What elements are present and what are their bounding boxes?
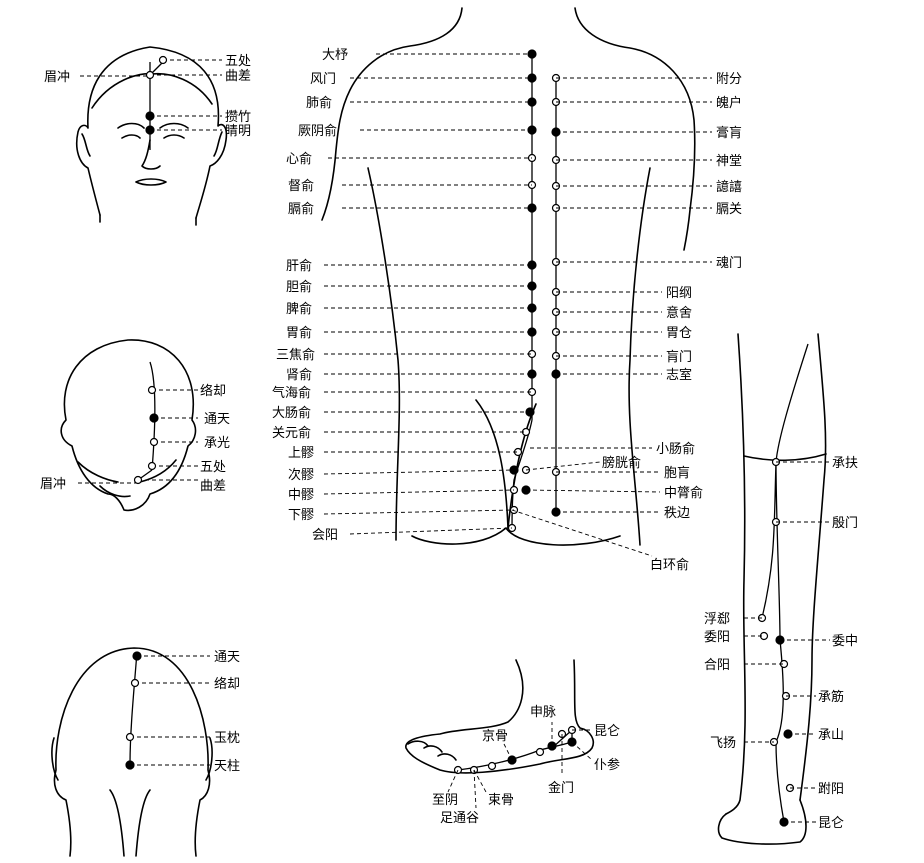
back-label-zhishi: 志室 — [666, 367, 692, 383]
back-label-shangliao: 上髎 — [288, 446, 314, 461]
foot-label-jinggu: 京骨 — [482, 729, 508, 744]
back-left-leaders — [323, 53, 532, 535]
back-right-leaders — [511, 77, 712, 557]
back-label-jueyinshu: 厥阴俞 — [298, 123, 337, 139]
foot-label-jinmen: 金门 — [548, 780, 574, 796]
leg-label-chengjin: 承筋 — [818, 689, 844, 705]
back-label-xiaochangshu: 小肠俞 — [656, 441, 695, 457]
foot-label-shugu: 束骨 — [488, 793, 514, 808]
back-label-zhonglushu: 中膂俞 — [664, 485, 703, 501]
face-label-wuchu: 五处 — [225, 54, 251, 69]
crown-label-tongtian: 通天 — [204, 412, 230, 427]
back-label-zhongliao: 中髎 — [288, 488, 314, 503]
back-label-hunmen: 魂门 — [716, 255, 742, 271]
back-label-huiyang: 会阳 — [312, 528, 338, 543]
crown-label-chengguang: 承光 — [204, 436, 230, 451]
leg-label-yinmen: 殷门 — [832, 516, 858, 531]
back-label-xialiao: 下髎 — [288, 508, 314, 523]
back-label-pohu: 魄户 — [716, 95, 742, 111]
back-label-fufen: 附分 — [716, 72, 742, 87]
foot-label-zutonggu: 足通谷 — [440, 811, 479, 826]
face-label-qucha: 曲差 — [225, 69, 251, 84]
back-label-weishu: 胃俞 — [286, 325, 312, 341]
head-crown-view: 络却 通天 承光 五处 曲差 眉冲 — [40, 339, 230, 512]
face-front-view: 眉冲 五处 曲差 攒竹 睛明 — [44, 46, 251, 226]
back-label-geshu: 膈俞 — [288, 201, 314, 217]
back-label-pangguangshu: 膀胱俞 — [602, 455, 641, 471]
back-label-baohuang: 胞肓 — [664, 465, 690, 481]
leg-label-fuyang: 跗阳 — [818, 782, 844, 797]
leg-label-heyang: 合阳 — [704, 658, 730, 673]
crown-label-wuchu: 五处 — [200, 460, 226, 475]
occiput-label-yuzhen: 玉枕 — [214, 731, 240, 746]
leg-label-fuxi: 浮郄 — [704, 612, 730, 627]
back-label-baihuanshu: 白环俞 — [650, 557, 689, 573]
back-label-geguan: 膈关 — [716, 202, 742, 217]
back-label-danshu: 胆俞 — [286, 279, 312, 295]
leg-label-feiyang: 飞扬 — [710, 736, 736, 751]
foot-label-zhiyin: 至阴 — [432, 793, 458, 808]
back-label-dachangshu: 大肠俞 — [272, 405, 311, 421]
crown-label-luoque: 络却 — [200, 383, 226, 399]
back-label-pishu: 脾俞 — [286, 301, 312, 317]
foot-label-kunlun: 昆仑 — [594, 724, 620, 739]
back-label-ciliao: 次髎 — [288, 467, 314, 483]
occiput-label-tongtian: 通天 — [214, 650, 240, 665]
back-label-feishu: 肺俞 — [306, 95, 332, 111]
leg-label-kunlun: 昆仑 — [818, 816, 844, 831]
back-label-ganshu: 肝俞 — [286, 258, 312, 274]
back-label-dushu: 督俞 — [288, 178, 314, 194]
leg-back-view: 承扶 殷门 浮郄 委阳 委中 合阳 承筋 承山 飞扬 跗阳 昆仑 — [704, 333, 858, 845]
back-label-yishe: 意舍 — [666, 305, 692, 321]
occiput-label-luoque: 络却 — [214, 676, 240, 692]
crown-label-qucha: 曲差 — [200, 479, 226, 494]
face-label-meichong: 眉冲 — [44, 70, 70, 85]
back-label-huangmen: 肓门 — [666, 349, 692, 365]
back-label-yixi: 譩譆 — [716, 179, 742, 195]
leg-label-weizhong: 委中 — [832, 634, 858, 649]
back-label-gaohuang: 膏肓 — [716, 125, 742, 141]
foot-label-shenmai: 申脉 — [530, 705, 556, 720]
leg-label-weiyang: 委阳 — [704, 630, 730, 645]
back-label-guanyuanshu: 关元俞 — [272, 425, 311, 441]
occiput-label-tianzhu: 天柱 — [214, 759, 240, 774]
face-label-jingming: 睛明 — [225, 124, 251, 139]
back-label-shenshu: 肾俞 — [286, 367, 312, 383]
leg-label-chengshan: 承山 — [818, 728, 844, 743]
leg-label-chengfu: 承扶 — [832, 456, 858, 471]
back-label-dazhu: 大杼 — [322, 48, 348, 63]
back-label-yanggang: 阳纲 — [666, 286, 692, 301]
back-label-qihaishu: 气海俞 — [272, 385, 311, 401]
head-back-view: 通天 络却 玉枕 天柱 — [51, 647, 240, 857]
back-label-sanjiaoshu: 三焦俞 — [276, 347, 315, 363]
back-label-zhibian: 秩边 — [664, 506, 690, 521]
crown-label-meichong: 眉冲 — [40, 477, 66, 492]
back-label-shentang: 神堂 — [716, 154, 742, 169]
back-label-xinshu: 心俞 — [286, 151, 312, 167]
back-torso-view: 大杼 风门 肺俞 厥阴俞 心俞 督俞 膈俞 肝俞 胆俞 脾俞 胃俞 三焦俞 肾俞… — [272, 7, 742, 573]
foot-label-pushen: 仆参 — [594, 757, 620, 773]
back-label-fengmen: 风门 — [310, 72, 336, 87]
face-label-zanzhu: 攒竹 — [225, 110, 251, 125]
foot-lateral-view: 申脉 京骨 昆仑 仆参 金门 至阴 束骨 足通谷 — [405, 659, 620, 826]
back-label-weicang: 胃仓 — [666, 326, 692, 341]
